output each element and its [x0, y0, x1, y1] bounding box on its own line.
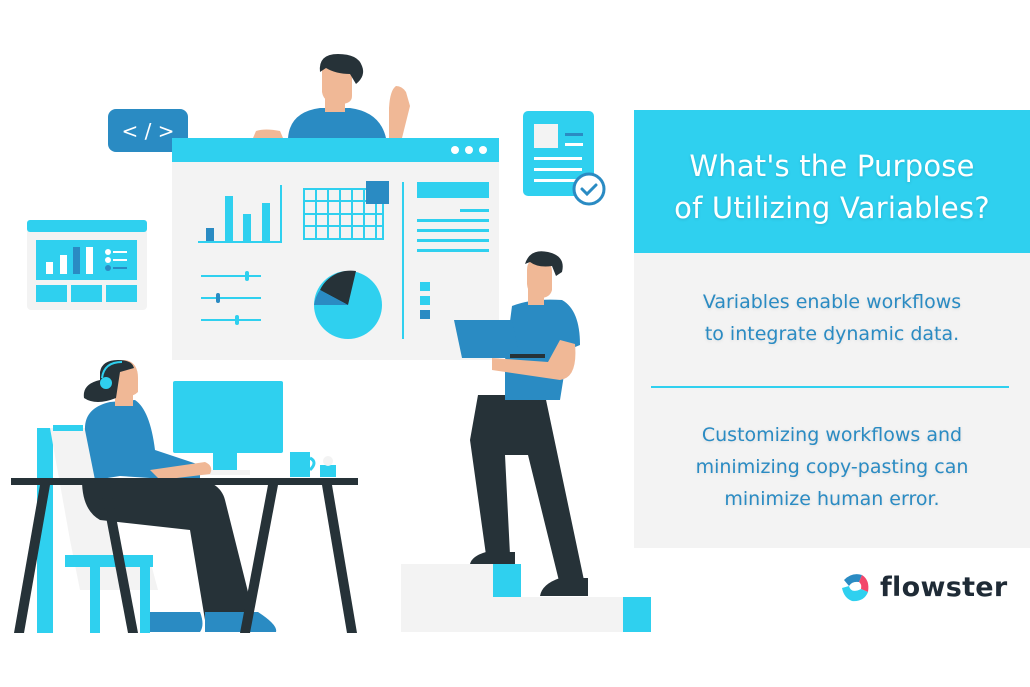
heading-line-2: of Utilizing Variables? — [674, 191, 990, 225]
point-2-line-1: Customizing workflows and — [701, 424, 963, 446]
flowster-logo: flowster — [838, 570, 1008, 604]
waving-man — [253, 54, 410, 138]
point-2-line-3: minimize human error. — [724, 488, 940, 510]
document-check-icon — [523, 111, 606, 206]
code-icon: < / > — [108, 109, 188, 152]
illustration: < / > — [11, 54, 651, 633]
heading-line-1: What's the Purpose — [689, 149, 975, 183]
steps — [401, 564, 651, 632]
point-1-line-2: to integrate dynamic data. — [704, 323, 960, 345]
section-divider — [651, 386, 1009, 388]
browser-window — [172, 138, 499, 360]
svg-text:< / >: < / > — [122, 119, 175, 143]
illustration-svg: < / > — [11, 54, 651, 633]
flowster-logo-icon — [842, 574, 869, 602]
heading-banner: What's the Purpose of Utilizing Variable… — [634, 110, 1030, 253]
point-1-line-1: Variables enable workflows — [702, 291, 962, 313]
standing-man — [454, 251, 588, 596]
point-2-line-2: minimizing copy-pasting can — [695, 456, 969, 478]
content-panel: Variables enable workflows to integrate … — [634, 253, 1030, 548]
desk-scene — [11, 360, 358, 633]
brand-name: flowster — [880, 571, 1008, 603]
dashboard-window-icon — [27, 220, 147, 310]
